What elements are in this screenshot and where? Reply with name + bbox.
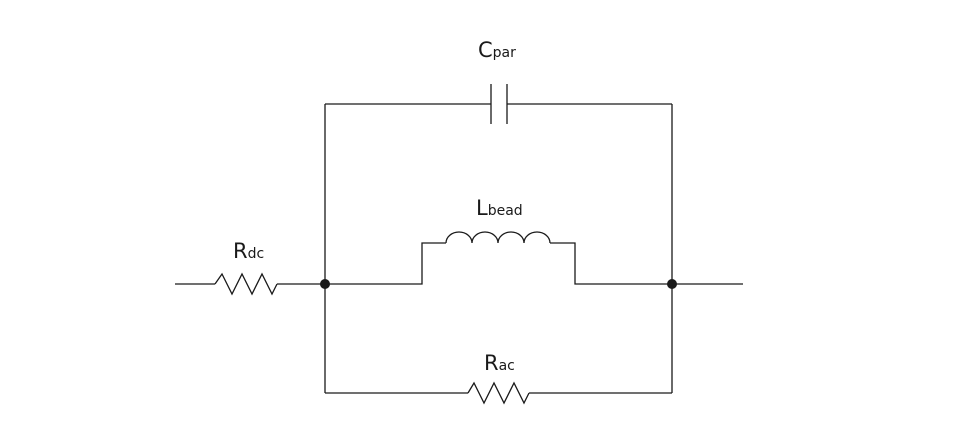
- label-rdc: Rdc: [233, 239, 264, 263]
- lbead-wire-left: [325, 242, 446, 285]
- resistor-rac: [467, 381, 530, 405]
- label-rac: Rac: [484, 351, 515, 375]
- label-rdc-symbol: R: [233, 239, 248, 263]
- lbead-wire-right: [550, 242, 672, 285]
- label-lbead-subscript: bead: [488, 203, 523, 219]
- label-lbead-symbol: L: [476, 196, 488, 220]
- label-cpar-subscript: par: [493, 45, 516, 61]
- label-cpar-symbol: C: [478, 38, 493, 62]
- resistor-rdc: [214, 272, 278, 296]
- label-rac-subscript: ac: [499, 358, 515, 374]
- label-lbead: Lbead: [476, 196, 523, 220]
- inductor-lbead: [445, 231, 551, 244]
- label-cpar: Cpar: [478, 38, 516, 62]
- junction-node-left: [320, 279, 330, 289]
- junction-node-right: [667, 279, 677, 289]
- label-rac-symbol: R: [484, 351, 499, 375]
- label-rdc-subscript: dc: [248, 246, 265, 262]
